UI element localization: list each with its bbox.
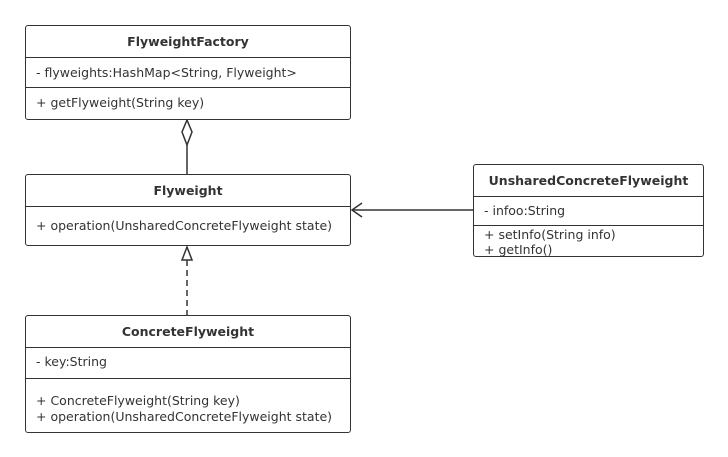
operation-section: + ConcreteFlyweight(String key) + operat… [26,378,350,431]
class-concrete-flyweight[interactable]: ConcreteFlyweight - key:String + Concret… [25,315,351,433]
attribute-section: - flyweights:HashMap<String, Flyweight> [26,57,350,87]
operation: + getInfo() [484,242,553,257]
class-flyweight[interactable]: Flyweight + operation(UnsharedConcreteFl… [25,174,351,246]
attribute: - infoo:String [484,203,566,218]
realization-triangle [180,244,194,261]
attribute: - key:String [36,354,107,369]
operation-section: + getFlyweight(String key) [26,87,350,119]
operation: + operation(UnsharedConcreteFlyweight st… [36,218,333,233]
operation-section: + setInfo(String info) + getInfo() [474,225,703,256]
operation: + ConcreteFlyweight(String key) [36,393,240,408]
operation: + setInfo(String info) [484,227,616,242]
attribute-section: - key:String [26,347,350,378]
operation: + getFlyweight(String key) [36,95,205,110]
operation: + operation(UnsharedConcreteFlyweight st… [36,409,333,424]
attribute-section: - infoo:String [474,196,703,225]
class-unshared-concrete-flyweight[interactable]: UnsharedConcreteFlyweight - infoo:String… [473,164,704,257]
class-name: ConcreteFlyweight [121,324,255,339]
class-name: Flyweight [153,183,223,198]
association-arrowhead [350,202,363,218]
operation-section: + operation(UnsharedConcreteFlyweight st… [26,206,350,245]
class-name: UnsharedConcreteFlyweight [488,173,689,188]
attribute: - flyweights:HashMap<String, Flyweight> [36,65,297,80]
class-flyweight-factory[interactable]: FlyweightFactory - flyweights:HashMap<St… [25,25,351,120]
aggregation-diamond [181,118,193,148]
class-name: FlyweightFactory [127,34,249,49]
